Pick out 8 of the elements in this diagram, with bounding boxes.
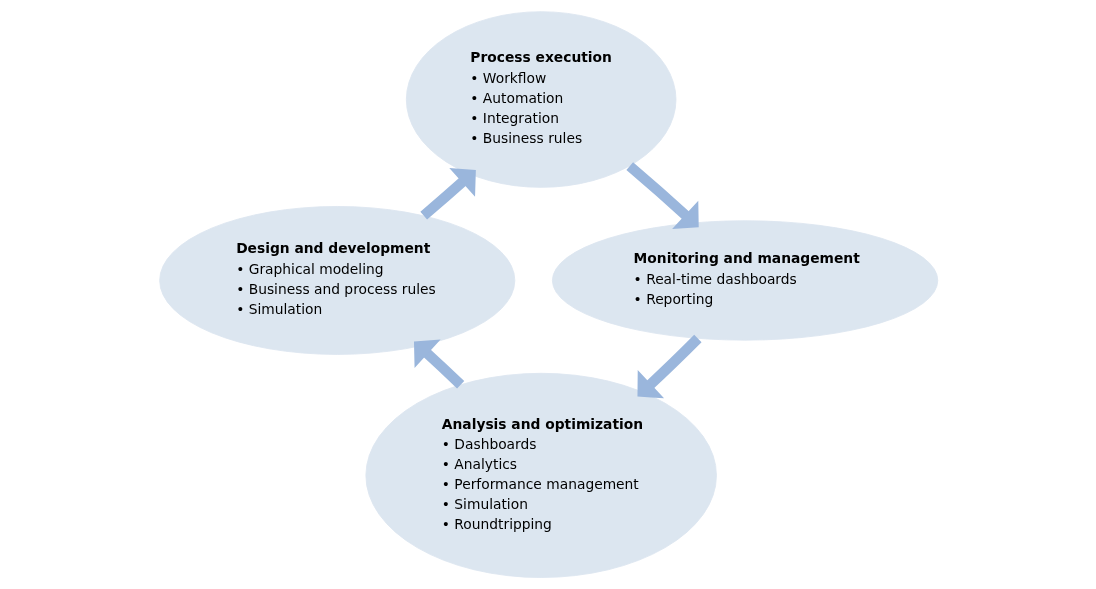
node-ellipse: Analysis and optimization • Dashboards • Analytics • Performance management • Simulation • Roundtripping bbox=[364, 372, 717, 578]
arrow bbox=[625, 162, 699, 230]
node-ellipse: Process execution • Workflow • Automation • Integration • Business rules bbox=[405, 11, 676, 188]
arrow bbox=[636, 334, 702, 399]
node-ellipse: Monitoring and management • Real-time dashboards • Reporting bbox=[551, 220, 938, 341]
arrow bbox=[413, 339, 464, 389]
node-ellipse: Design and development • Graphical modeling • Business and process rules • Simulation bbox=[158, 206, 515, 355]
arrow bbox=[419, 167, 476, 220]
